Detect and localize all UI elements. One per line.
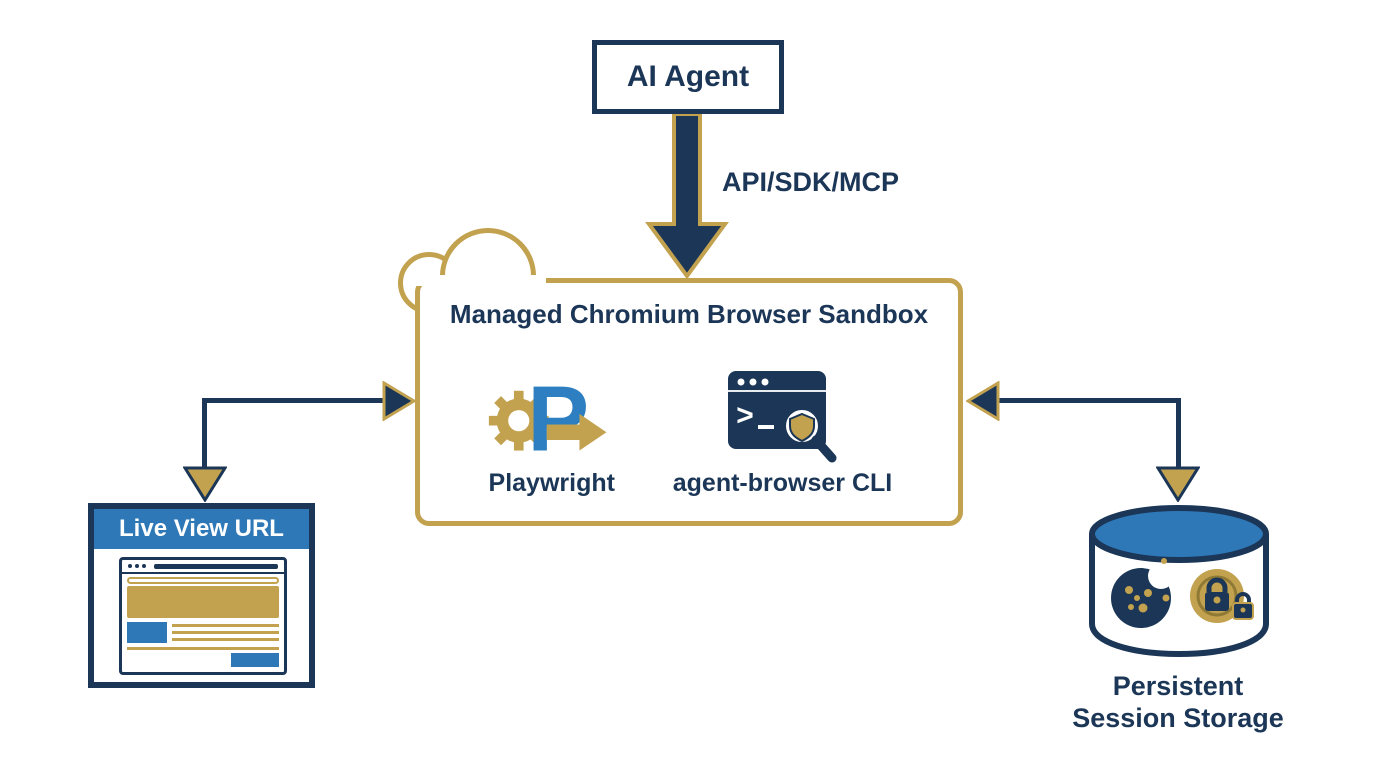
browser-dot-icon bbox=[128, 564, 132, 568]
playwright-label: Playwright bbox=[488, 469, 615, 497]
ai-agent-label: AI Agent bbox=[626, 60, 750, 93]
agent-browser-cli-label: agent-browser CLI bbox=[672, 469, 893, 497]
connector-line-left-horizontal bbox=[203, 398, 384, 403]
svg-text:P: P bbox=[527, 367, 589, 465]
session-storage-label-line2: Session Storage bbox=[1072, 703, 1284, 733]
browser-text-line bbox=[127, 647, 279, 650]
playwright-logo-icon: P bbox=[488, 367, 607, 465]
browser-hero-block bbox=[127, 586, 279, 618]
connector-line-right-vertical bbox=[1176, 398, 1181, 468]
svg-text:>: > bbox=[736, 401, 754, 435]
browser-text-line bbox=[172, 624, 279, 627]
tool-playwright: P Playwright bbox=[486, 336, 618, 498]
database-cookies-icon bbox=[1089, 505, 1269, 658]
browser-titlebar bbox=[122, 560, 284, 574]
browser-text-lines bbox=[172, 622, 279, 643]
browser-address-bar bbox=[127, 577, 279, 584]
browser-bottom-row bbox=[127, 653, 279, 667]
connector-line-left-vertical bbox=[202, 398, 207, 468]
browser-text-line bbox=[172, 631, 279, 634]
arrowhead-left-icon bbox=[966, 381, 1000, 421]
connector-line-right-horizontal bbox=[994, 398, 1181, 403]
arrowhead-down-left-icon bbox=[183, 466, 227, 502]
browser-thumbnail-block bbox=[231, 653, 279, 667]
browser-thumbnail-block bbox=[127, 622, 167, 643]
tool-agent-browser-cli: > agent-browser CLI bbox=[673, 336, 892, 498]
sandbox-title: Managed Chromium Browser Sandbox bbox=[449, 299, 929, 329]
cloud-patch bbox=[416, 275, 546, 286]
browser-dot-icon bbox=[142, 564, 146, 568]
live-view-title: Live View URL bbox=[94, 509, 309, 549]
browser-text-line bbox=[172, 638, 279, 641]
sandbox-node: Managed Chromium Browser Sandbox bbox=[415, 278, 963, 526]
terminal-cli-icon: > bbox=[728, 371, 837, 463]
browser-dot-icon bbox=[135, 564, 139, 568]
browser-tab-bar bbox=[154, 563, 278, 569]
arrowhead-right-icon bbox=[382, 381, 416, 421]
ai-agent-node: AI Agent bbox=[592, 40, 784, 114]
session-storage-label-line1: Persistent bbox=[1112, 671, 1244, 701]
sandbox-tools-row: P Playwright > agent-b bbox=[420, 336, 958, 498]
live-view-node: Live View URL bbox=[88, 503, 315, 688]
browser-content-row bbox=[127, 622, 279, 643]
session-storage-label: Persistent Session Storage bbox=[1048, 670, 1308, 734]
arrow-down-icon bbox=[645, 112, 729, 280]
live-view-body bbox=[94, 549, 309, 682]
arrowhead-down-right-icon bbox=[1156, 466, 1200, 502]
api-connector-label: API/SDK/MCP bbox=[722, 167, 900, 197]
browser-preview-icon bbox=[119, 557, 287, 675]
